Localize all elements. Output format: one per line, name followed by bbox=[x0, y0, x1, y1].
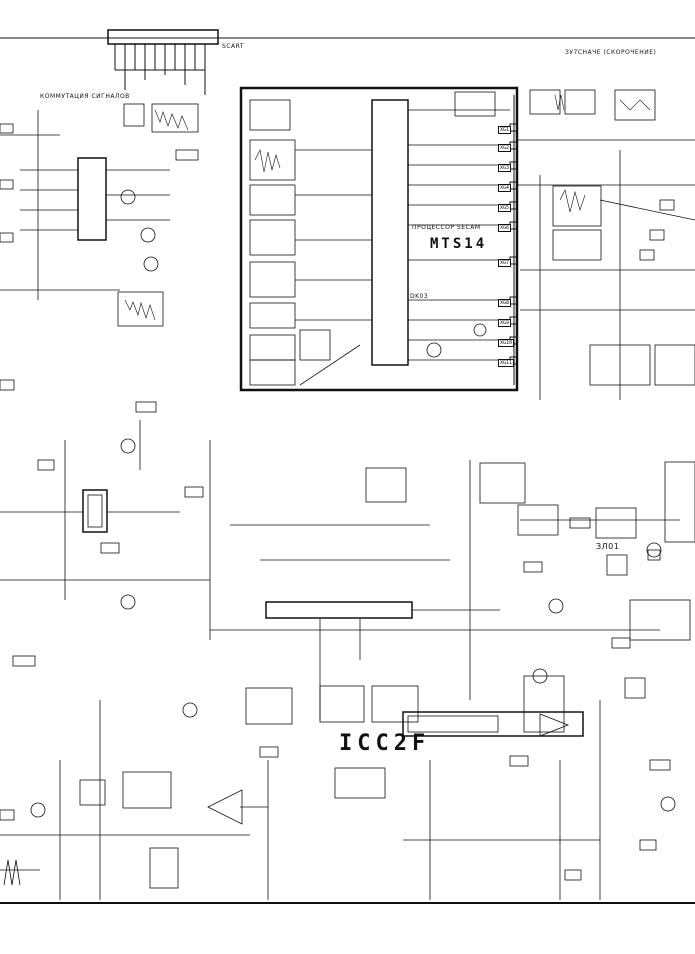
module-pin-label: XG2 bbox=[498, 144, 512, 152]
module-pin-label: XG9 bbox=[498, 319, 512, 327]
module-subtitle: ПРОЦЕССОР SECAM bbox=[412, 224, 481, 231]
module-pin-label: XG8 bbox=[498, 299, 512, 307]
module-pin-label: XG1 bbox=[498, 126, 512, 134]
module-title: MTS14 bbox=[430, 236, 488, 252]
mts14-module-outline bbox=[239, 86, 519, 392]
board-title: ICC2F bbox=[339, 731, 431, 756]
module-pin-label: XG4 bbox=[498, 184, 512, 192]
transformer-label: ЗЛ01 bbox=[596, 542, 620, 551]
connector-label: SCART bbox=[222, 43, 244, 50]
module-pin-label: XG6 bbox=[498, 224, 512, 232]
top-right-caption: ЗУ7СНАЧЕ (СКОРОЧЕНИЕ) bbox=[565, 49, 657, 56]
scart-connector bbox=[107, 29, 219, 95]
module-pin-label: XG5 bbox=[498, 204, 512, 212]
module-chip-ref: DK03 bbox=[410, 293, 429, 300]
module-pin-label: XG10 bbox=[498, 339, 515, 347]
module-pin-label: XG7 bbox=[498, 259, 512, 267]
commutation-caption: КОММУТАЦИЯ СИГНАЛОВ bbox=[40, 93, 130, 100]
module-pin-label: XG11 bbox=[498, 359, 515, 367]
module-pin-label: XG3 bbox=[498, 164, 512, 172]
